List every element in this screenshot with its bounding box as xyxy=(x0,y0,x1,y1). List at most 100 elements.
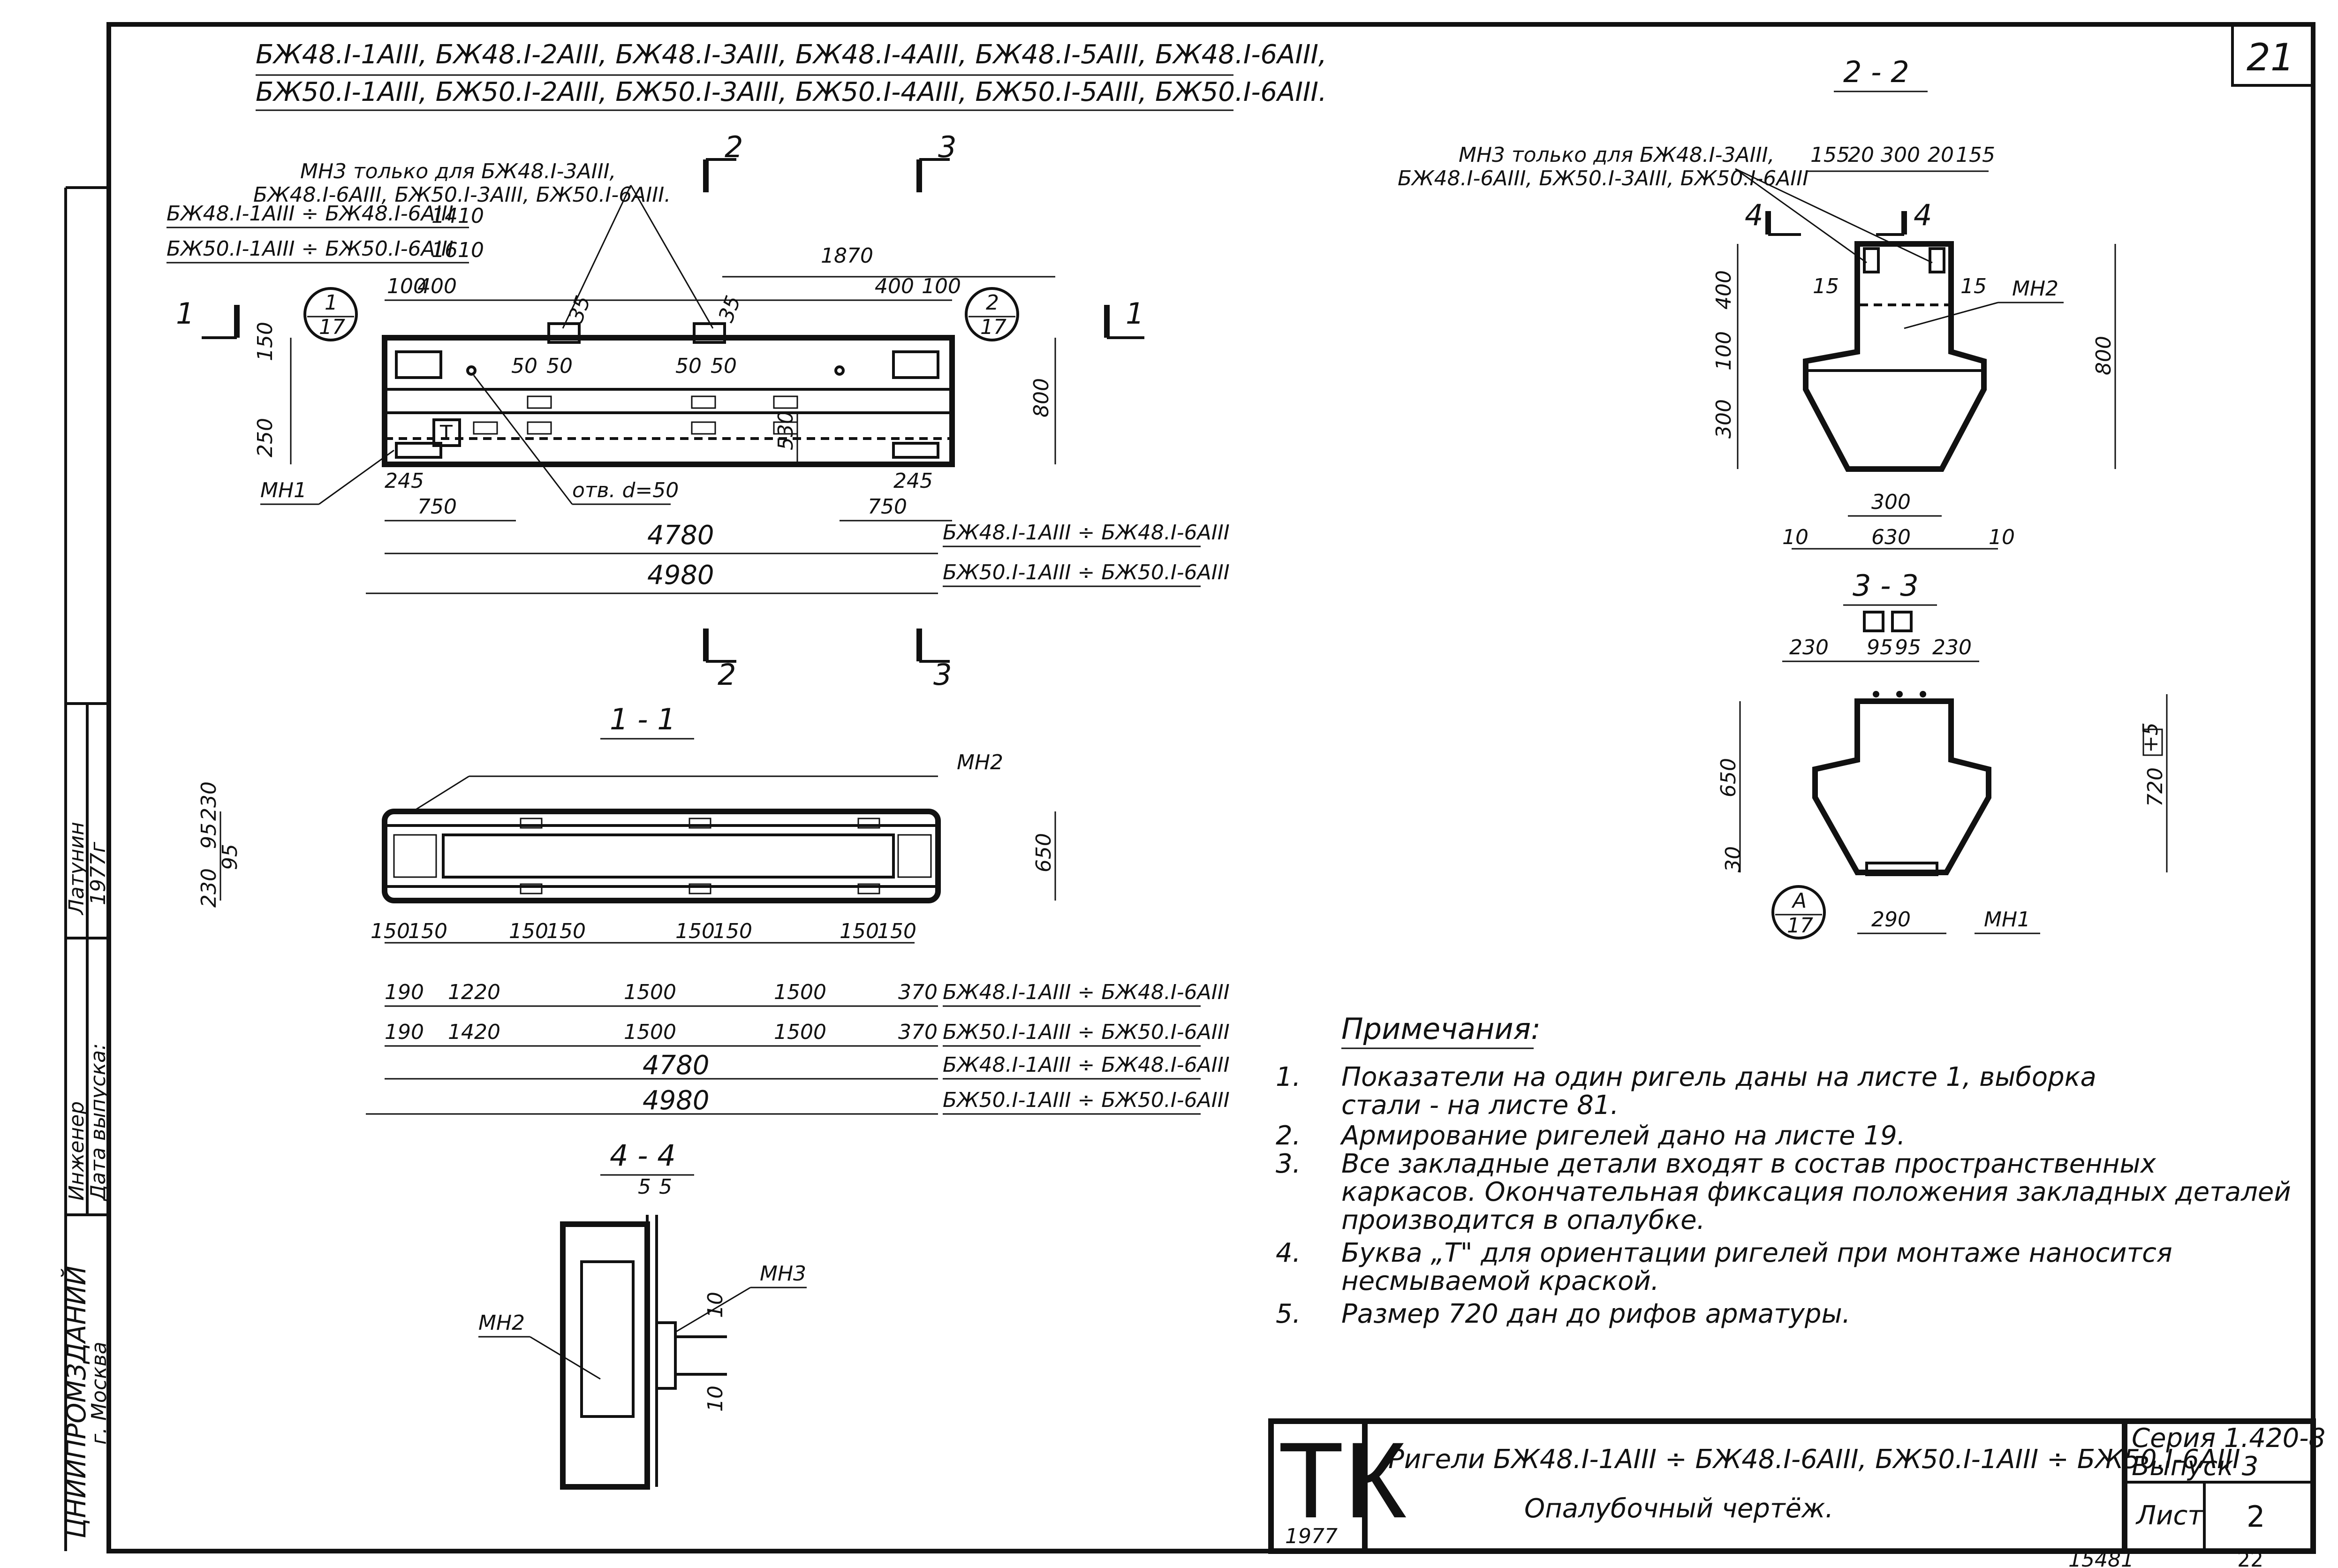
plan-v95: 95 xyxy=(197,823,221,849)
plan-r2-2: 1420 xyxy=(448,1020,500,1044)
dim-35-a: 35 xyxy=(564,293,595,326)
dim-100-right: 100 xyxy=(922,274,961,298)
s44-d10b: 10 xyxy=(704,1386,727,1412)
stamp-engineer-name: Латунин xyxy=(65,822,89,916)
s22-title: 2 - 2 xyxy=(1843,55,1909,89)
note-1-l1: Показатели на один ригель даны на листе … xyxy=(1341,1062,2096,1092)
plan-r1-4: 1500 xyxy=(774,980,826,1004)
s22-b300: 300 xyxy=(1871,490,1911,514)
cut-3-top: 3 xyxy=(938,130,956,164)
s22-top-1: 155 xyxy=(1810,143,1850,167)
dim-4780: 4780 xyxy=(647,520,714,551)
note-2-num: 2. xyxy=(1276,1121,1301,1151)
left-stamp: Инженер Латунин 1977г Дата выпуска: ЦНИИ… xyxy=(61,186,111,1551)
plan-r2-3: 1500 xyxy=(624,1020,676,1044)
dim-800: 800 xyxy=(1029,378,1053,417)
plan-l2: БЖ50.I-1AIII ÷ БЖ50.I-6AIII xyxy=(943,1020,1230,1044)
note-1-l2: стали - на листе 81. xyxy=(1341,1090,1619,1121)
plan-v230b: 230 xyxy=(197,868,221,908)
note-5-num: 5. xyxy=(1276,1299,1301,1329)
s44-mn3: МН3 xyxy=(760,1262,806,1286)
notes-title: Примечания: xyxy=(1341,1012,1541,1046)
ref-1-top: 1 xyxy=(325,291,338,315)
ref-1-bottom: 17 xyxy=(319,315,345,339)
label-hole: отв. d=50 xyxy=(572,478,679,502)
s22-top-2: 20 xyxy=(1848,143,1874,167)
sheet-number: 21 xyxy=(2247,36,2294,79)
plan-4780: 4780 xyxy=(643,1050,710,1081)
s22-top-4: 20 xyxy=(1928,143,1954,167)
s22-v300: 300 xyxy=(1712,399,1736,439)
dim-50-a: 50 xyxy=(511,354,537,378)
plan-r1-2: 1220 xyxy=(448,980,500,1004)
tb-page: 22 xyxy=(2237,1548,2263,1568)
note-5-l1: Размер 720 дан до рифов арматуры. xyxy=(1341,1299,1850,1329)
s22-b10a: 10 xyxy=(1782,525,1808,549)
label-mn1: МН1 xyxy=(260,478,307,502)
s33-b290: 290 xyxy=(1871,908,1911,932)
note-1-num: 1. xyxy=(1276,1062,1301,1092)
plan-l3: БЖ48.I-1AIII ÷ БЖ48.I-6AIII xyxy=(943,1053,1230,1077)
elev-range48: БЖ48.I-1AIII ÷ БЖ48.I-6AIII xyxy=(166,202,454,226)
plan-title: 1 - 1 xyxy=(610,702,676,736)
dim-530: 530 xyxy=(774,411,798,450)
note-2-l1: Армирование ригелей дано на листе 19. xyxy=(1340,1121,1906,1151)
section-3-3: 3 - 3 230 95 95 230 650 720 +5 30 A 17 2… xyxy=(1717,568,2168,939)
elev-note-l1: МН3 только для БЖ48.I-3AIII, xyxy=(300,159,616,183)
tb-name-l1: Ригели БЖ48.I-1AIII ÷ БЖ48.I-6AIII, БЖ50… xyxy=(1388,1444,2240,1475)
s22-b10b: 10 xyxy=(1989,525,2015,549)
plan-r2-5: 370 xyxy=(898,1020,938,1044)
ref-2-bottom: 17 xyxy=(980,315,1006,339)
tb-series: Серия 1.420-8 xyxy=(2132,1423,2325,1454)
plan-p150-4: 150 xyxy=(546,919,586,943)
stamp-city: г. Москва xyxy=(87,1341,111,1445)
plan-section-1-1: 1 - 1 МН2 230 95 230 95 650 150 150 150 … xyxy=(197,702,1230,1116)
plan-p150-1: 150 xyxy=(371,919,410,943)
dim-400-right: 400 xyxy=(875,274,914,298)
s44-mn2: МН2 xyxy=(478,1311,525,1335)
s33-tol: +5 xyxy=(2139,722,2163,753)
dim-245-right: 245 xyxy=(893,469,933,493)
plan-v650: 650 xyxy=(1032,833,1056,872)
dim-4980: 4980 xyxy=(647,560,714,591)
dim-50-c: 50 xyxy=(675,354,702,378)
s33-title: 3 - 3 xyxy=(1853,568,1919,603)
dim-400-left: 400 xyxy=(417,274,457,298)
s33-ref-top: A xyxy=(1791,889,1807,913)
s22-v100: 100 xyxy=(1712,331,1736,371)
s33-v720: 720 xyxy=(2143,767,2167,807)
tb-logo-year: 1977 xyxy=(1285,1524,1338,1548)
mark-t: T xyxy=(439,421,453,445)
elevation-view: МН3 только для БЖ48.I-3AIII, БЖ48.I-6AII… xyxy=(166,130,1230,692)
s22-v400: 400 xyxy=(1712,270,1736,310)
s22-note-l1: МН3 только для БЖ48.I-3AIII, xyxy=(1459,143,1775,167)
stamp-release-date: Дата выпуска: xyxy=(86,1043,110,1202)
s22-d15a: 15 xyxy=(1813,274,1839,298)
s22-top-5: 155 xyxy=(1956,143,1995,167)
plan-mn2: МН2 xyxy=(957,750,1003,774)
sheet-frame xyxy=(106,22,2315,1553)
section-4-4: 4 - 4 5 5 МН3 МН2 10 10 xyxy=(478,1138,807,1490)
cut-1-right: 1 xyxy=(1126,296,1144,331)
dim-750-left: 750 xyxy=(417,495,457,519)
plan-p150-7: 150 xyxy=(840,919,879,943)
dim-245-left: 245 xyxy=(385,469,424,493)
elev-dim-1410: 1410 xyxy=(431,204,484,228)
tb-issue: Выпуск 3 xyxy=(2132,1451,2258,1482)
section-2-2: 2 - 2 МН3 только для БЖ48.I-3AIII, БЖ48.… xyxy=(1398,55,2116,550)
notes: Примечания: 1. Показатели на один ригель… xyxy=(1276,1012,2291,1329)
s33-v650: 650 xyxy=(1717,758,1740,797)
plan-r2-4: 1500 xyxy=(774,1020,826,1044)
s22-note-l2: БЖ48.I-6AIII, БЖ50.I-3AIII, БЖ50.I-6AIII xyxy=(1398,167,1808,190)
elev-dim-1610: 1610 xyxy=(431,238,484,262)
s33-top-2: 95 xyxy=(1867,636,1893,659)
dim-50-b: 50 xyxy=(546,354,573,378)
dim-750-right: 750 xyxy=(868,495,907,519)
header-line-2: БЖ50.I-1AIII, БЖ50.I-2AIII, БЖ50.I-3AIII… xyxy=(256,77,1327,107)
plan-r1-5: 370 xyxy=(898,980,938,1004)
dim-35-b: 35 xyxy=(714,293,745,326)
stamp-engineer-role: Инженер xyxy=(65,1101,89,1201)
plan-r1-3: 1500 xyxy=(624,980,676,1004)
tb-logo: ТК xyxy=(1278,1420,1407,1540)
plan-p150-2: 150 xyxy=(408,919,447,943)
